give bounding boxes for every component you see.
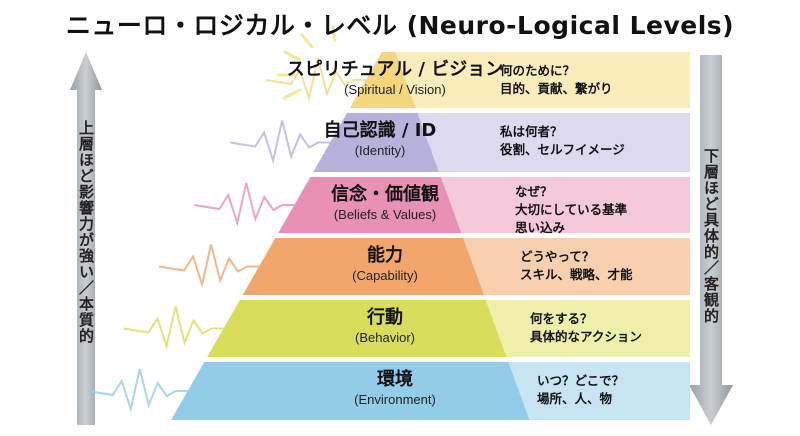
wave-decoration — [123, 306, 224, 351]
level-label: 能力 (Capability) — [275, 245, 495, 284]
level-question: 私は何者？ — [500, 124, 563, 139]
level-description: 何をする？ 具体的なアクション — [530, 310, 642, 346]
level-detail: 役割、セルフイメージ — [500, 142, 625, 157]
level-question: どうやって？ — [520, 249, 595, 264]
level-description: なぜ？ 大切にしている基準思い込み — [515, 183, 627, 237]
level-name-en: (Spiritual / Vision) — [344, 82, 446, 97]
pyramid-level — [207, 300, 507, 357]
pyramid-level — [171, 362, 530, 420]
down-arrow — [689, 55, 733, 425]
level-label: 自己認識 / ID (Identity) — [270, 120, 490, 159]
sun-rays-icon — [276, 25, 337, 100]
level-detail: 目的、貢献、繋がり — [500, 81, 613, 96]
right-arrow-label: 下層ほど具体的／客観的 — [702, 148, 720, 324]
left-arrow-label: 上層ほど影響力が強い／本質的 — [77, 120, 95, 344]
level-name-jp: 自己認識 / ID — [323, 120, 437, 141]
level-name-en: (Behavior) — [355, 330, 415, 345]
level-question: 何をする？ — [530, 311, 593, 326]
level-detail: スキル、戦略、才能 — [520, 267, 633, 282]
level-description: 何のために？ 目的、貢献、繋がり — [500, 62, 613, 98]
level-detail: 具体的なアクション — [530, 329, 642, 344]
level-question: なぜ？ — [515, 184, 553, 199]
level-name-jp: 行動 — [367, 307, 403, 328]
level-question: 何のために？ — [500, 63, 576, 78]
page-title: ニューロ・ロジカル・レベル (Neuro-Logical Levels) — [65, 11, 735, 40]
pyramid-level — [349, 52, 416, 108]
level-band-bg — [349, 52, 690, 108]
level-name-jp: 能力 — [367, 245, 403, 266]
level-description: いつ？どこで？ 場所、人、物 — [537, 372, 624, 408]
level-description: どうやって？ スキル、戦略、才能 — [520, 248, 633, 284]
level-question: いつ？どこで？ — [537, 373, 625, 388]
level-description: 私は何者？ 役割、セルフイメージ — [500, 123, 625, 159]
level-label: 環境 (Environment) — [285, 369, 505, 408]
wave-decoration — [158, 244, 260, 289]
wave-decoration — [229, 120, 331, 165]
wave-decoration — [194, 182, 295, 227]
wave-decoration — [87, 368, 188, 413]
level-label: 行動 (Behavior) — [275, 307, 495, 346]
level-name-en: (Environment) — [354, 392, 436, 407]
pyramid-level — [313, 113, 439, 172]
level-detail-2: 思い込み — [515, 220, 566, 235]
pyramid-level — [278, 177, 462, 233]
level-detail: 場所、人、物 — [537, 391, 613, 406]
level-name-en: (Capability) — [352, 268, 418, 283]
level-name-en: (Identity) — [354, 143, 406, 158]
level-name-jp: 環境 — [377, 369, 413, 390]
level-name-jp: スピリチュアル / ビジョン — [286, 59, 504, 80]
level-name-en: (Beliefs & Values) — [333, 207, 437, 222]
level-label: スピリチュアル / ビジョン (Spiritual / Vision) — [285, 59, 505, 98]
up-arrow — [70, 52, 102, 425]
pyramid-level — [242, 238, 484, 295]
level-label: 信念・価値観 (Beliefs & Values) — [275, 184, 495, 223]
level-name-jp: 信念・価値観 — [331, 184, 439, 205]
level-detail: 大切にしている基準 — [515, 202, 628, 217]
wave-decoration — [265, 57, 366, 102]
